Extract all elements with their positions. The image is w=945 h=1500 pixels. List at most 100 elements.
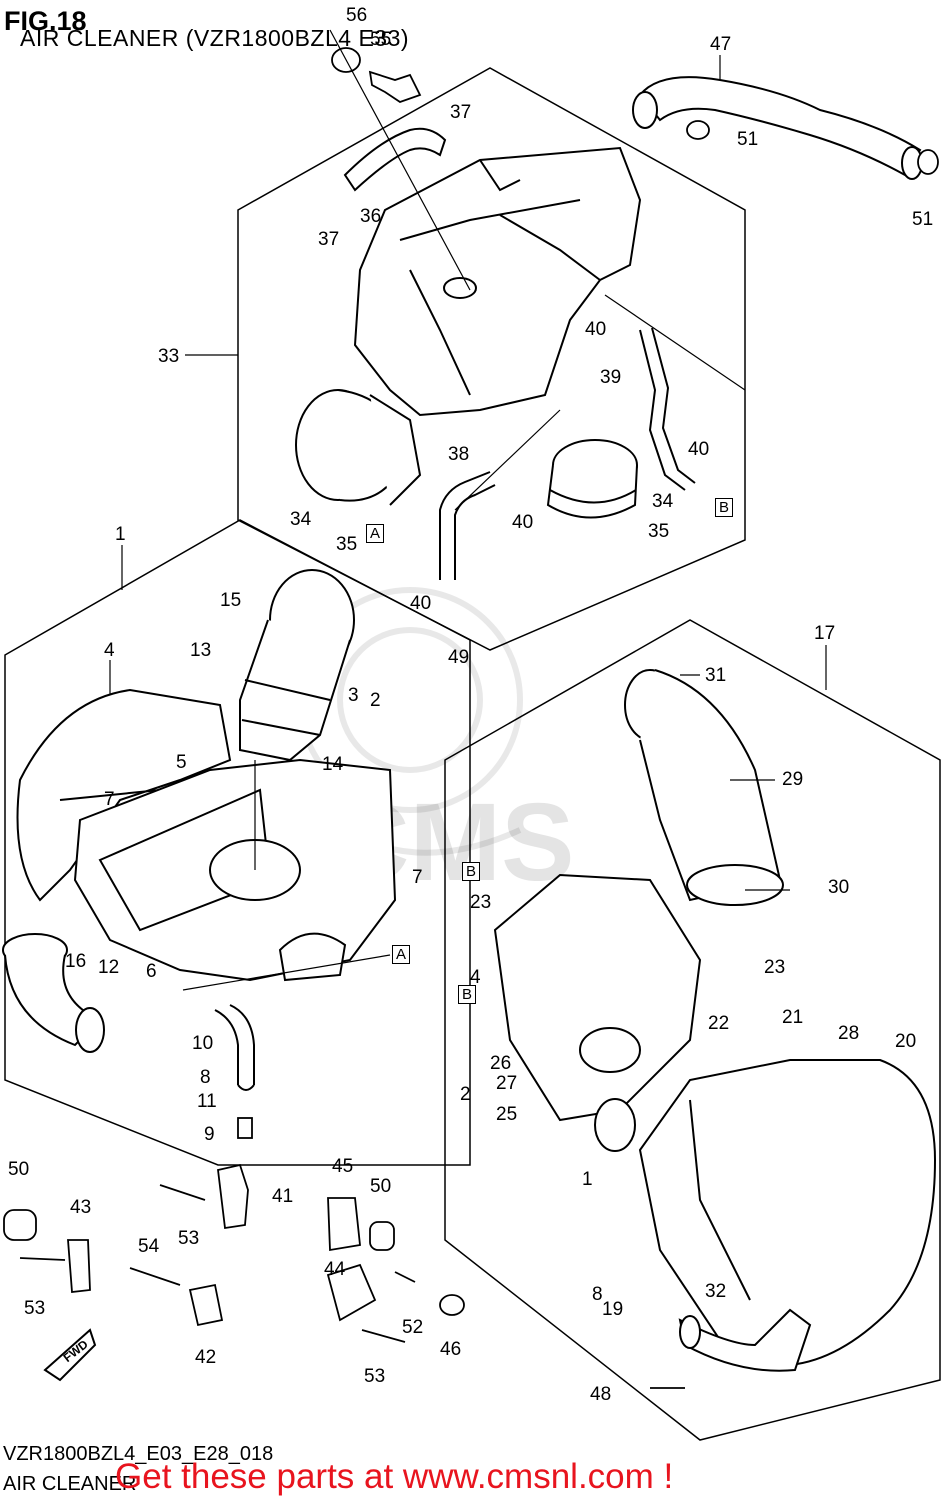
callout-29[interactable]: 29	[782, 769, 804, 790]
part-4-left-cover	[16, 688, 232, 902]
callout-8[interactable]: 8	[592, 1284, 603, 1305]
callout-51[interactable]: 51	[912, 209, 934, 230]
part-12-housing	[73, 758, 397, 982]
callout-30[interactable]: 30	[828, 877, 850, 898]
ref-box-a: A	[366, 524, 385, 543]
callout-37[interactable]: 37	[450, 102, 472, 123]
figure-title: FIG.18	[4, 6, 87, 36]
part-53-bolt-b	[19, 1257, 66, 1261]
callout-36[interactable]: 36	[360, 206, 382, 227]
callout-53[interactable]: 53	[364, 1366, 386, 1387]
callout-4[interactable]: 4	[104, 640, 115, 661]
callout-55[interactable]: 55	[370, 29, 392, 50]
part-9-plug	[237, 1117, 253, 1139]
part-33-upper-housing	[353, 146, 642, 417]
fwd-arrow-icon	[43, 1328, 97, 1382]
callout-23[interactable]: 23	[764, 957, 786, 978]
callout-34[interactable]: 34	[652, 491, 674, 512]
callout-33[interactable]: 33	[158, 346, 180, 367]
callout-22[interactable]: 22	[708, 1013, 730, 1034]
promo-link[interactable]: Get these parts at www.cmsnl.com !	[115, 1457, 674, 1496]
callout-4[interactable]: 4	[470, 967, 481, 988]
part-34-duct-left	[295, 389, 422, 506]
callout-50[interactable]: 50	[370, 1176, 392, 1197]
callout-16[interactable]: 16	[65, 951, 87, 972]
group-hardware	[3, 1163, 685, 1389]
callout-25[interactable]: 25	[496, 1104, 518, 1125]
callout-52[interactable]: 52	[402, 1317, 424, 1338]
callout-11[interactable]: 11	[197, 1091, 217, 1112]
callout-37[interactable]: 37	[318, 229, 340, 250]
callout-42[interactable]: 42	[195, 1347, 217, 1368]
callout-8[interactable]: 8	[200, 1067, 211, 1088]
callout-27[interactable]: 27	[496, 1073, 518, 1094]
ref-box-b: B	[715, 498, 734, 517]
callout-51[interactable]: 51	[737, 129, 759, 150]
part-50-rubber-left	[3, 1209, 37, 1241]
part-16-elbow	[2, 933, 105, 1053]
callout-50[interactable]: 50	[8, 1159, 30, 1180]
callout-26[interactable]: 26	[490, 1053, 512, 1074]
callout-9[interactable]: 9	[204, 1124, 215, 1145]
part-47-hose	[632, 76, 923, 180]
part-51-clamp	[686, 120, 939, 175]
part-20-right-cover	[638, 1059, 937, 1367]
callout-54[interactable]: 54	[138, 1236, 160, 1257]
callout-40[interactable]: 40	[410, 593, 432, 614]
part-56-grommet	[331, 47, 422, 103]
callout-38[interactable]: 38	[448, 444, 470, 465]
callout-34[interactable]: 34	[290, 509, 312, 530]
callout-28[interactable]: 28	[838, 1023, 860, 1044]
callout-40[interactable]: 40	[512, 512, 534, 533]
part-45-bracket	[327, 1197, 361, 1252]
part-8-drain-hose	[214, 1004, 255, 1091]
callout-47[interactable]: 47	[710, 34, 732, 55]
callout-45[interactable]: 45	[332, 1156, 354, 1177]
part-29-intake	[624, 669, 784, 906]
callout-35[interactable]: 35	[648, 521, 670, 542]
callout-1[interactable]: 1	[582, 1169, 593, 1190]
callout-20[interactable]: 20	[895, 1031, 917, 1052]
callout-6[interactable]: 6	[146, 961, 157, 982]
callout-13[interactable]: 13	[190, 640, 212, 661]
callout-53[interactable]: 53	[178, 1228, 200, 1249]
callout-31[interactable]: 31	[705, 665, 727, 686]
callout-39[interactable]: 39	[600, 367, 622, 388]
callout-2[interactable]: 2	[460, 1084, 471, 1105]
callout-23[interactable]: 23	[470, 892, 492, 913]
callout-40[interactable]: 40	[585, 319, 607, 340]
callout-32[interactable]: 32	[705, 1281, 727, 1302]
callout-40[interactable]: 40	[688, 439, 710, 460]
callout-53[interactable]: 53	[24, 1298, 46, 1319]
callout-7[interactable]: 7	[104, 789, 115, 810]
frame-left	[4, 519, 471, 1166]
callout-17[interactable]: 17	[814, 623, 836, 644]
callout-3[interactable]: 3	[348, 685, 359, 706]
callout-44[interactable]: 44	[324, 1259, 346, 1280]
callout-14[interactable]: 14	[322, 754, 344, 775]
part-39-hose	[639, 327, 696, 491]
callout-48[interactable]: 48	[590, 1384, 612, 1405]
callout-5[interactable]: 5	[176, 752, 187, 773]
callout-43[interactable]: 43	[70, 1197, 92, 1218]
part-13-15-intake	[239, 569, 355, 762]
callout-49[interactable]: 49	[448, 647, 470, 668]
callout-35[interactable]: 35	[336, 534, 358, 555]
callout-19[interactable]: 19	[602, 1299, 624, 1320]
callout-21[interactable]: 21	[782, 1007, 804, 1028]
frame-upper	[237, 67, 746, 651]
part-50-rubber-right	[369, 1221, 395, 1251]
callout-10[interactable]: 10	[192, 1033, 214, 1054]
callout-2[interactable]: 2	[370, 690, 381, 711]
callout-7[interactable]: 7	[412, 867, 423, 888]
callout-15[interactable]: 15	[220, 590, 242, 611]
ref-box-b: B	[458, 985, 477, 1004]
callout-56[interactable]: 56	[346, 5, 368, 26]
callout-46[interactable]: 46	[440, 1339, 462, 1360]
callout-12[interactable]: 12	[98, 957, 120, 978]
callout-1[interactable]: 1	[115, 524, 126, 545]
callout-41[interactable]: 41	[272, 1186, 294, 1207]
part-53-bolt-c	[361, 1329, 406, 1343]
